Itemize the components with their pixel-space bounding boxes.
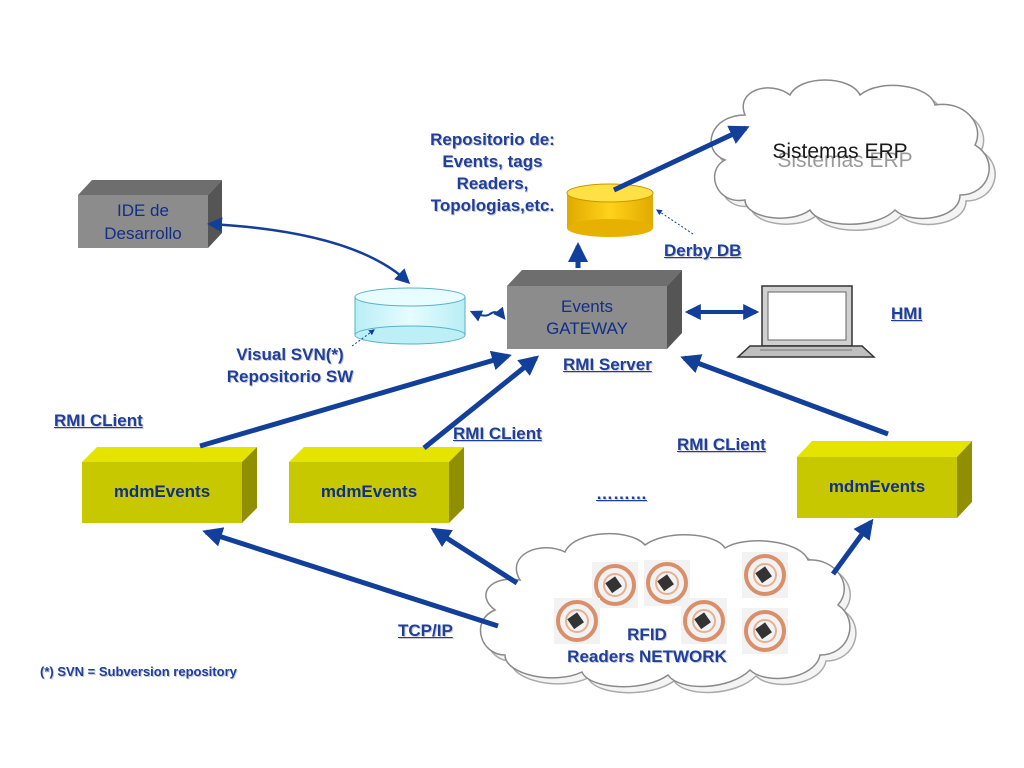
- rfid-network-label: RFID Readers NETWORK: [552, 624, 742, 668]
- repository-line-2: Events, tags: [442, 152, 543, 171]
- gateway-box: [507, 270, 682, 349]
- arrow-mdm2-to-gateway: [422, 355, 540, 450]
- arrow-svn-gateway: [469, 306, 506, 322]
- rfid-tag-icon: [742, 608, 788, 654]
- rmi-server-label: RMI Server: [563, 355, 652, 374]
- rfid-tag-icon: [742, 552, 788, 598]
- rmi-client-left-label: RMI CLient: [54, 411, 143, 430]
- svn-line-2: Repositorio SW: [226, 367, 354, 386]
- gateway-label: Events GATEWAY: [507, 296, 667, 340]
- hmi-label: HMI: [891, 304, 923, 323]
- rmi-client-mid-label: RMI CLient: [453, 424, 542, 443]
- arrow-rfid-to-mdm1: [202, 527, 499, 629]
- rfid-tag-icon: [681, 598, 727, 644]
- mdm-box-1: [82, 447, 257, 523]
- arrow-rfid-to-mdm2: [430, 527, 519, 586]
- erp-cloud: [710, 79, 996, 231]
- ide-label: IDE de Desarrollo: [78, 199, 208, 245]
- gateway-line-2: GATEWAY: [546, 319, 628, 338]
- arrow-mdm3-to-gateway: [680, 354, 889, 437]
- rmi-client-right-label: RMI CLient: [677, 435, 766, 454]
- mdm-box-3-label: mdmEvents: [828, 477, 926, 496]
- rfid-tags: [554, 552, 788, 654]
- gateway-line-1: Events: [561, 297, 613, 316]
- derby-leader-line: [656, 209, 694, 235]
- laptop-icon: [736, 285, 876, 358]
- repository-line-1: Repositorio de:: [430, 130, 555, 149]
- svn-label: Visual SVN(*) Repositorio SW: [215, 344, 365, 388]
- arrow-derby-to-erp: [612, 125, 750, 193]
- arrow-rfid-to-mdm3: [830, 518, 874, 576]
- rfid-line-2: Readers NETWORK: [567, 647, 727, 666]
- svn-line-1: Visual SVN(*): [236, 345, 344, 364]
- ide-line-1: IDE de: [117, 201, 169, 220]
- svn-cylinder: [354, 287, 466, 345]
- footnote: (*) SVN = Subversion repository: [40, 664, 237, 679]
- derby-db-label: Derby DB: [664, 241, 742, 260]
- ide-line-2: Desarrollo: [104, 224, 182, 243]
- derby-db-cylinder: [566, 183, 654, 237]
- repository-label: Repositorio de: Events, tags Readers, To…: [405, 129, 580, 217]
- repository-line-4: Topologias,etc.: [430, 196, 555, 215]
- mdm-box-2-label: mdmEvents: [320, 482, 418, 501]
- mdm-box-1-label: mdmEvents: [113, 482, 211, 501]
- arrows: [199, 125, 889, 629]
- mdm-box-2: [289, 447, 464, 523]
- rfid-tag-icon: [554, 598, 600, 644]
- arrow-mdm1-to-gateway: [199, 350, 512, 449]
- rfid-cloud: [479, 532, 857, 694]
- tcpip-label: TCP/IP: [398, 621, 453, 640]
- arrow-ide-svn: [207, 217, 411, 285]
- svn-leader-line: [351, 329, 375, 347]
- mdm-box-3: [797, 441, 972, 518]
- rfid-line-1: RFID: [627, 625, 667, 644]
- repository-line-3: Readers,: [456, 174, 529, 193]
- ellipsis-label: ………: [596, 484, 647, 503]
- erp-label: Sistemas ERP: [772, 140, 908, 163]
